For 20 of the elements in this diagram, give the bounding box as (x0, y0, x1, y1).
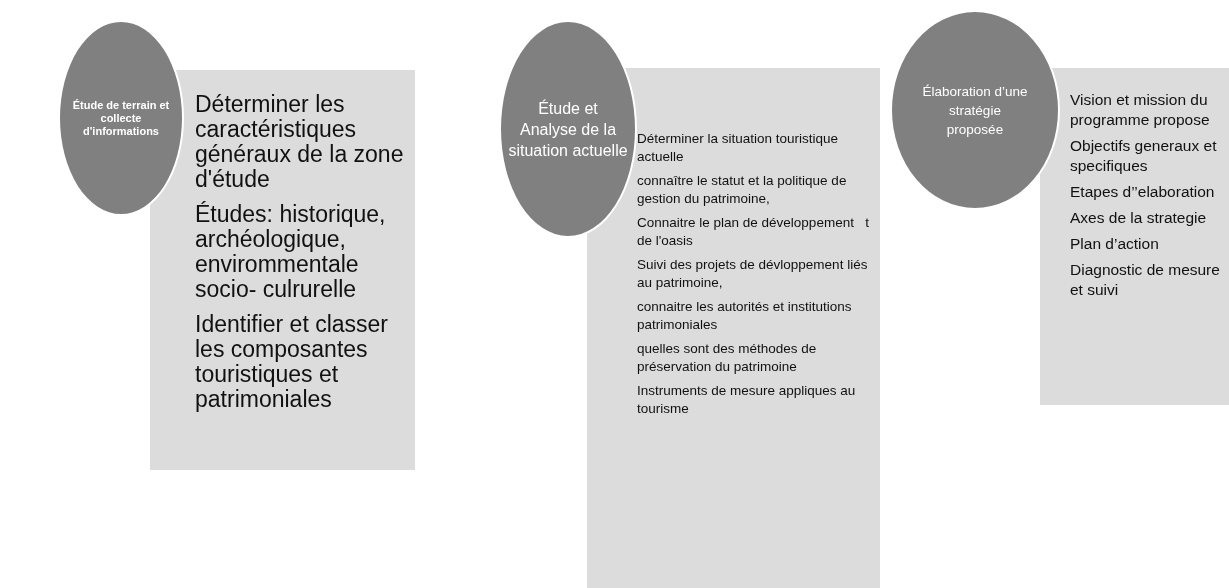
task-text: Objectifs generaux et specifiques (1070, 136, 1218, 176)
task-text: Vision et mission du programme propose (1070, 90, 1211, 130)
task-text: Identifier et classer les composantes touristiques et patrimoniales (195, 312, 390, 412)
task-text: Déterminer les caractéristiques généraux de la zone d'étude (195, 92, 405, 192)
task-text: quelles sont des méthodes de préservation du patrimoine (637, 340, 818, 376)
task-text: Suivi des projets de dévloppement liés au patrimoine, (637, 256, 869, 292)
task-text: Connaitre le plan de développement t de l'oasis (637, 214, 870, 250)
phase-title: Étude de terrain et collecte d'informations (71, 98, 171, 138)
task-text: connaitre les autorités et institutions patrimoniales (637, 298, 853, 334)
task-text: Diagnostic de mesure et suivi (1070, 260, 1221, 300)
task-text: Déterminer la situation touristique actuelle (637, 130, 840, 166)
task-text: Études: historique, archéologique, envirommentale socio- culrurelle (195, 202, 387, 302)
task-text: Etapes d’’elaboration (1070, 182, 1216, 202)
phase-title: Élaboration d’une stratégie proposée (921, 82, 1029, 139)
task-text: Plan d’action (1070, 234, 1160, 254)
task-text: Axes de la strategie (1070, 208, 1208, 228)
task-text: connaître le statut et la politique de gestion du patrimoine, (637, 172, 848, 208)
task-text: Instruments de mesure appliques au tourisme (637, 382, 857, 418)
task-panel (1040, 68, 1229, 405)
phase-title: Étude et Analyse de la situation actuelle (508, 98, 628, 161)
